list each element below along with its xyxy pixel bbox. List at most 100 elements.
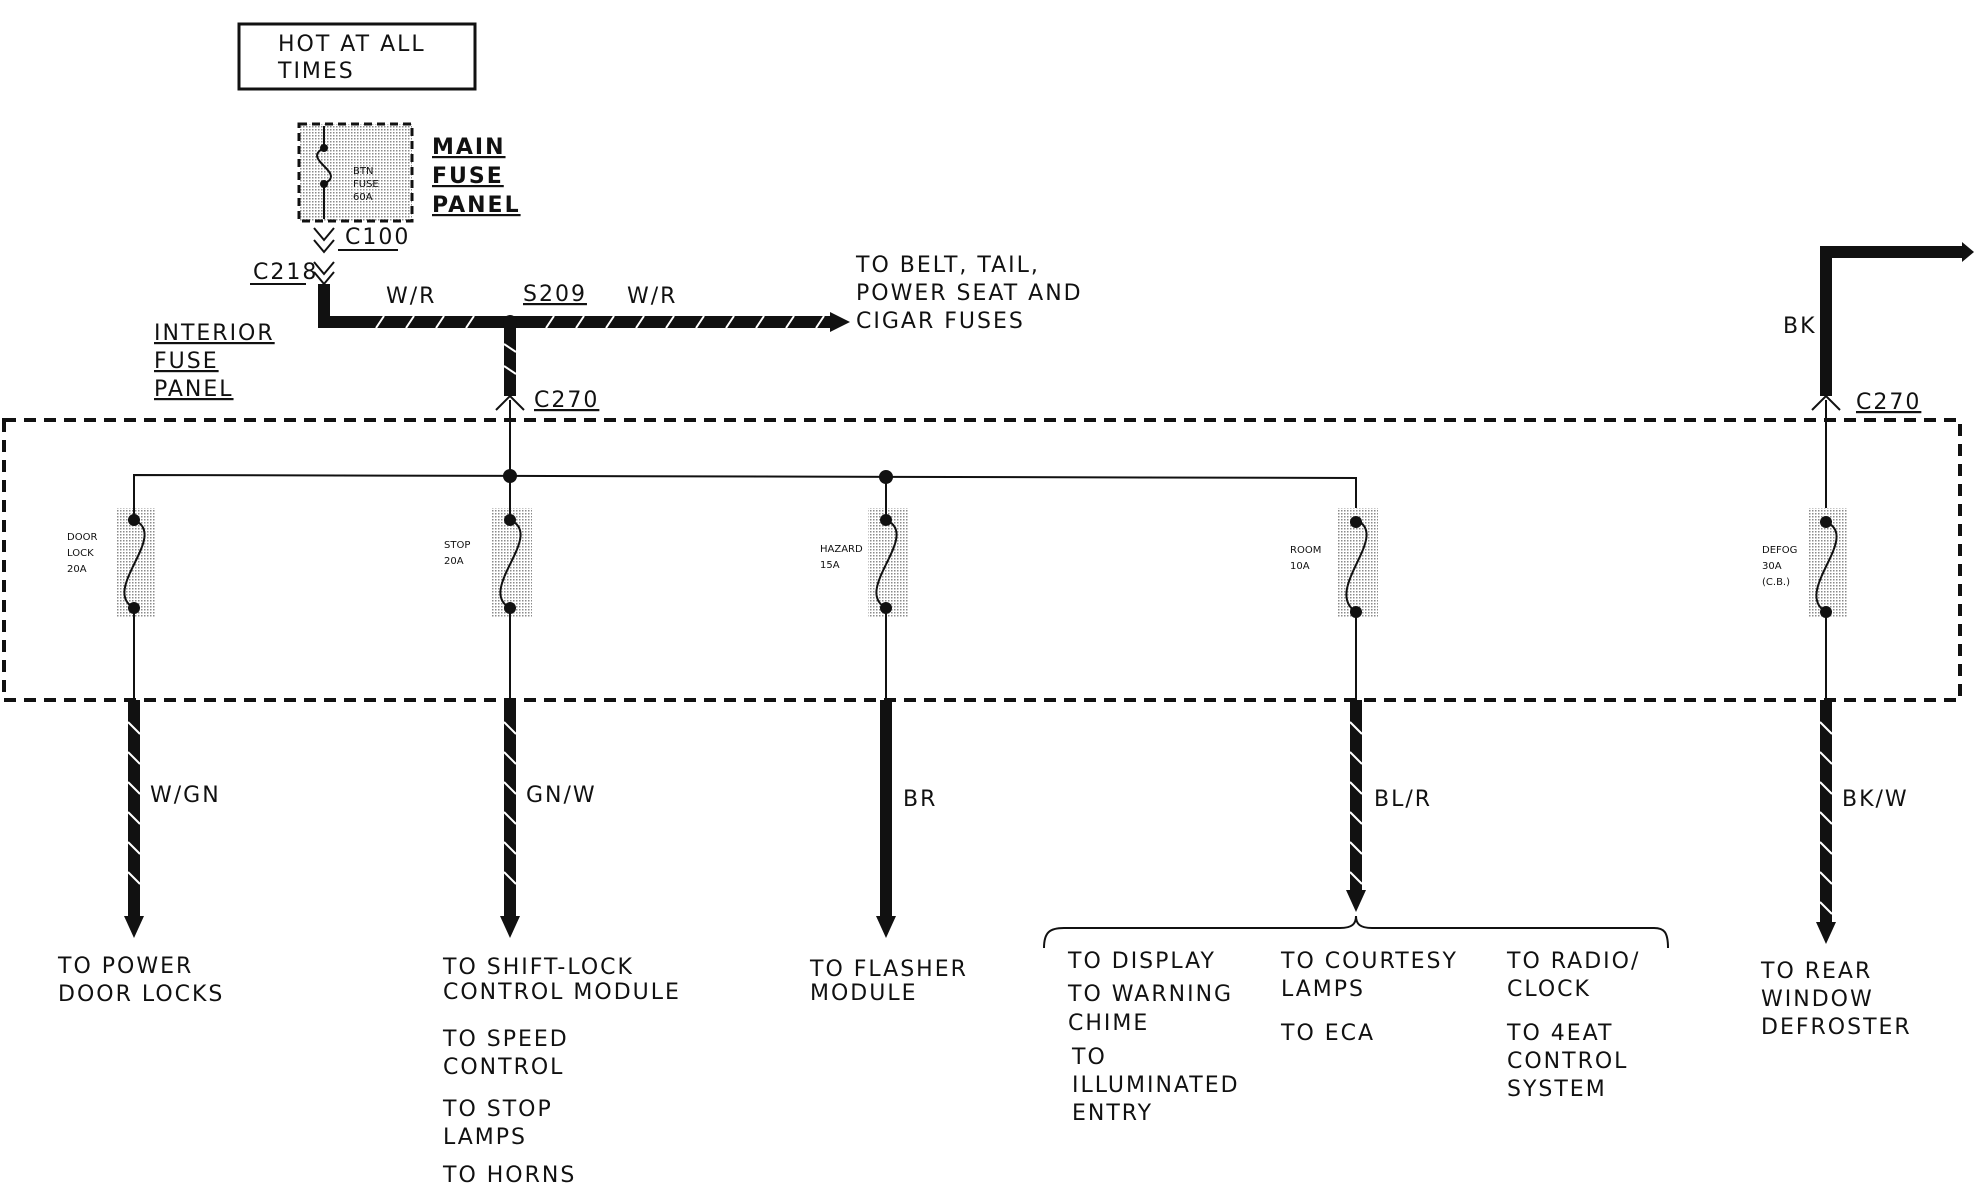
connector-c100: C100: [313, 225, 410, 254]
svg-text:WINDOW: WINDOW: [1761, 987, 1874, 1012]
dest-rear-defroster: TO REAR WINDOW DEFROSTER: [1760, 959, 1912, 1040]
svg-text:LOCK: LOCK: [67, 548, 94, 559]
fuse-door-lock: DOOR LOCK 20A: [67, 508, 156, 700]
main-fuse-panel-label: MAIN FUSE PANEL: [432, 135, 521, 218]
svg-text:CONTROL: CONTROL: [1507, 1049, 1628, 1074]
to-belt-tail-label: TO BELT, TAIL, POWER SEAT AND CIGAR FUSE…: [855, 253, 1083, 334]
dest-eca: TO ECA: [1280, 1021, 1375, 1046]
svg-text:LAMPS: LAMPS: [443, 1125, 527, 1150]
svg-text:CIGAR FUSES: CIGAR FUSES: [856, 309, 1025, 334]
hot-label-line2: TIMES: [277, 59, 355, 84]
feed-wire-w-r: W/R W/R: [318, 284, 850, 332]
svg-text:TO POWER: TO POWER: [57, 954, 193, 979]
svg-text:C100: C100: [345, 225, 410, 250]
svg-text:20A: 20A: [67, 564, 87, 575]
svg-text:W/GN: W/GN: [150, 783, 221, 808]
svg-text:GN/W: GN/W: [526, 783, 597, 808]
svg-text:MAIN: MAIN: [432, 135, 506, 160]
svg-text:TO RADIO/: TO RADIO/: [1506, 949, 1640, 974]
wire-br: BR: [876, 700, 937, 938]
main-fuse-text-1: BTN: [353, 166, 373, 177]
svg-text:CHIME: CHIME: [1068, 1011, 1149, 1036]
svg-text:TO WARNING: TO WARNING: [1067, 982, 1233, 1007]
splice-to-c270-wire: C270: [495, 324, 599, 476]
wire-w-r-right: W/R: [627, 284, 677, 309]
svg-text:30A: 30A: [1762, 561, 1782, 572]
dest-speed-control: TO SPEED CONTROL: [442, 1027, 569, 1080]
svg-text:BL/R: BL/R: [1374, 787, 1432, 812]
dest-4eat-control: TO 4EAT CONTROL SYSTEM: [1506, 1021, 1628, 1102]
hot-at-all-times-box: HOT AT ALL TIMES: [237, 22, 477, 91]
svg-text:CONTROL MODULE: CONTROL MODULE: [443, 980, 681, 1005]
svg-text:STOP: STOP: [444, 540, 470, 551]
fuse-bus-bar: [133, 469, 1357, 520]
svg-text:TO FLASHER: TO FLASHER: [809, 957, 968, 982]
svg-text:DOOR LOCKS: DOOR LOCKS: [58, 982, 224, 1007]
svg-text:CLOCK: CLOCK: [1507, 977, 1591, 1002]
svg-text:PANEL: PANEL: [432, 193, 521, 218]
fuse-hazard: HAZARD 15A: [820, 477, 908, 700]
svg-text:PANEL: PANEL: [154, 377, 234, 402]
fuse-symbol-icon: [1815, 521, 1838, 613]
dest-display: TO DISPLAY: [1067, 949, 1216, 974]
main-fuse: BTN FUSE 60A: [297, 122, 414, 223]
svg-text:TO SHIFT-LOCK: TO SHIFT-LOCK: [442, 955, 634, 980]
svg-text:DEFROSTER: DEFROSTER: [1761, 1015, 1912, 1040]
fuse-stop: STOP 20A: [444, 476, 532, 700]
interior-fuse-panel-box: [2, 418, 1962, 702]
svg-text:TO REAR: TO REAR: [1760, 959, 1872, 984]
svg-text:MODULE: MODULE: [810, 981, 918, 1006]
svg-text:10A: 10A: [1290, 561, 1310, 572]
svg-text:BK/W: BK/W: [1842, 787, 1909, 812]
main-fuse-text-3: 60A: [353, 192, 373, 203]
main-fuse-text-2: FUSE: [353, 179, 379, 190]
connector-c270-left: C270: [534, 388, 599, 413]
svg-text:HAZARD: HAZARD: [820, 544, 863, 555]
wire-bk: BK: [1783, 314, 1817, 339]
wire-w-r-left: W/R: [386, 284, 436, 309]
dest-flasher: TO FLASHER MODULE: [809, 957, 968, 1006]
svg-text:DEFOG: DEFOG: [1762, 545, 1797, 556]
dest-illuminated-entry: TO ILLUMINATED ENTRY: [1071, 1045, 1240, 1126]
dest-stop-lamps: TO STOP LAMPS: [442, 1097, 553, 1150]
svg-text:BR: BR: [903, 787, 937, 812]
svg-text:LAMPS: LAMPS: [1281, 977, 1365, 1002]
connector-c218: C218: [250, 260, 335, 286]
svg-text:SYSTEM: SYSTEM: [1507, 1077, 1607, 1102]
bk-wire: BK C270: [1783, 242, 1974, 520]
svg-text:DOOR: DOOR: [67, 532, 97, 543]
connector-c270-right: C270: [1856, 390, 1921, 415]
svg-text:TO BELT, TAIL,: TO BELT, TAIL,: [855, 253, 1040, 278]
fuse-symbol-icon: [316, 147, 332, 185]
svg-text:(C.B.): (C.B.): [1762, 577, 1790, 588]
svg-text:15A: 15A: [820, 560, 840, 571]
fuse-symbol-icon: [875, 519, 898, 609]
wire-bk-w: BK/W: [1816, 700, 1909, 944]
svg-text:INTERIOR: INTERIOR: [154, 321, 275, 346]
svg-text:TO SPEED: TO SPEED: [442, 1027, 569, 1052]
svg-text:S209: S209: [523, 282, 587, 307]
dest-shift-lock: TO SHIFT-LOCK CONTROL MODULE: [442, 955, 681, 1005]
wire-w-gn: W/GN: [124, 700, 221, 938]
fuse-room: ROOM 10A: [1290, 508, 1378, 700]
svg-text:CONTROL: CONTROL: [443, 1055, 564, 1080]
svg-text:20A: 20A: [444, 556, 464, 567]
dest-radio-clock: TO RADIO/ CLOCK: [1506, 949, 1640, 1002]
destination-brace: [1043, 915, 1669, 949]
dest-power-door-locks: TO POWER DOOR LOCKS: [57, 954, 224, 1007]
dest-horns: TO HORNS: [442, 1163, 576, 1184]
svg-text:TO COURTESY: TO COURTESY: [1280, 949, 1458, 974]
svg-text:FUSE: FUSE: [154, 349, 219, 374]
fuse-symbol-icon: [123, 519, 146, 609]
interior-fuse-panel-label: INTERIOR FUSE PANEL: [154, 321, 275, 402]
fuse-defog: DEFOG 30A (C.B.): [1762, 508, 1848, 700]
svg-text:TO: TO: [1071, 1045, 1107, 1070]
dest-warning-chime: TO WARNING CHIME: [1067, 982, 1233, 1036]
fuse-symbol-icon: [499, 519, 522, 609]
svg-text:TO STOP: TO STOP: [442, 1097, 553, 1122]
svg-text:POWER SEAT AND: POWER SEAT AND: [856, 281, 1083, 306]
wire-bl-r: BL/R: [1346, 700, 1432, 912]
svg-text:ENTRY: ENTRY: [1072, 1101, 1153, 1126]
svg-text:FUSE: FUSE: [432, 164, 504, 189]
svg-text:ILLUMINATED: ILLUMINATED: [1072, 1073, 1240, 1098]
